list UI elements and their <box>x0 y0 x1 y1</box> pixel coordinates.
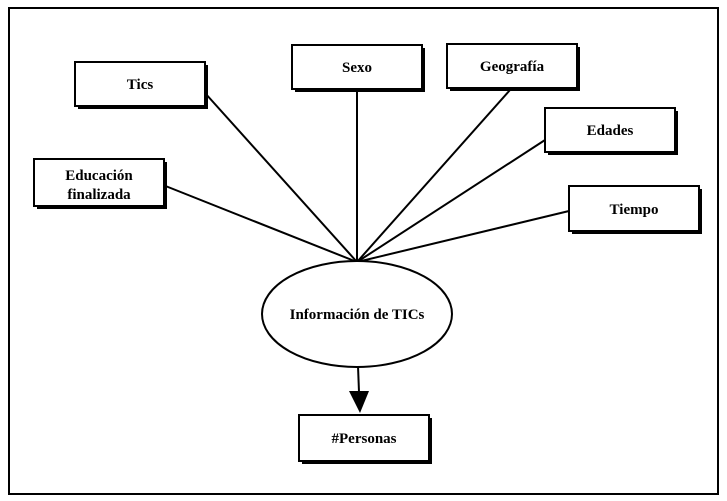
connector-tics <box>204 92 358 263</box>
dimension-label-edades: Edades <box>587 123 634 139</box>
dimension-box-tics: Tics <box>74 61 208 109</box>
connector-geografia <box>356 89 511 263</box>
dimension-box-educacion: Educación finalizada <box>33 158 167 209</box>
connector-tiempo <box>356 210 570 263</box>
arrow-head <box>349 391 369 413</box>
dimension-box-edades: Edades <box>544 107 678 155</box>
dimension-label-educacion-line1: Educación <box>65 168 133 184</box>
fact-label: Información de TICs <box>290 307 425 323</box>
dimension-label-tiempo: Tiempo <box>610 202 659 218</box>
dimension-box-geografia: Geografía <box>446 43 580 91</box>
dimension-label-sexo: Sexo <box>342 60 372 76</box>
output-box: #Personas <box>298 414 432 464</box>
connector-educacion <box>162 184 358 263</box>
dimension-box-sexo: Sexo <box>291 44 425 92</box>
dimension-label-educacion-line2: finalizada <box>67 187 131 203</box>
connector-edades <box>356 139 546 263</box>
connector-output <box>357 365 360 393</box>
dimension-label-geografia: Geografía <box>480 59 545 75</box>
dimension-box-tiempo: Tiempo <box>568 185 702 234</box>
output-label: #Personas <box>332 431 397 447</box>
dimension-label-tics: Tics <box>127 77 154 93</box>
fact-node: Información de TICs <box>261 260 453 368</box>
